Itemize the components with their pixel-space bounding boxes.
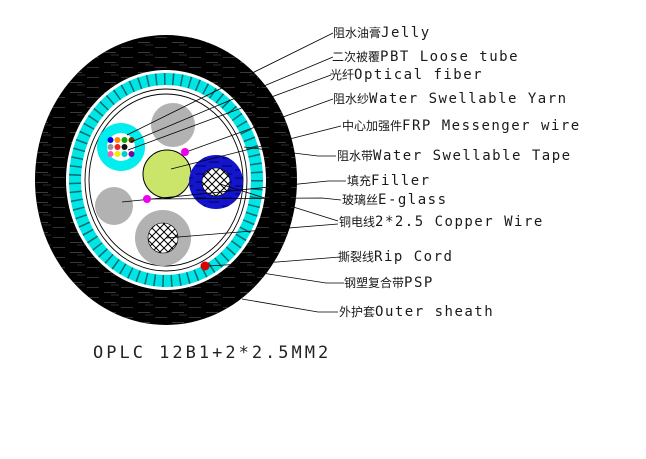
- label-copper-wire: 铜电线2*2.5 Copper Wire: [339, 212, 544, 231]
- filler-circle-left: [95, 187, 133, 225]
- rip-cord-dot: [200, 261, 210, 271]
- label-frp: 中心加强件FRP Messenger wire: [342, 116, 581, 135]
- leader-filler: [121, 180, 346, 203]
- label-optical-fiber-en: Optical fiber: [354, 67, 484, 83]
- optical-fiber-dot: [114, 144, 121, 150]
- leader-rip-cord: [207, 256, 341, 267]
- label-eglass-zh: 玻璃丝: [342, 193, 379, 207]
- label-optical-fiber-zh: 光纤: [330, 68, 355, 82]
- label-copper-wire-en: 2*2.5 Copper Wire: [375, 214, 544, 230]
- leader-psp: [261, 272, 344, 284]
- label-rip-cord-en: Rip Cord: [374, 249, 454, 265]
- tape-tick-marks: [69, 73, 263, 287]
- filler-circle-top: [151, 103, 195, 147]
- label-water-swellable-yarn: 阻水纱Water Swellable Yarn: [333, 89, 568, 108]
- optical-fiber-dot: [121, 144, 128, 150]
- optical-fiber-dot: [114, 151, 121, 157]
- frp-messenger-wire: [142, 149, 192, 199]
- leader-optical-fiber: [127, 74, 332, 151]
- label-loose-tube: 二次被覆PBT Loose tube: [332, 47, 519, 66]
- optical-fiber-dot: [107, 144, 114, 150]
- leader-copper-wire-1: [219, 183, 339, 222]
- label-outer-sheath: 外护套Outer sheath: [339, 302, 494, 321]
- label-water-swellable-tape-zh: 阻水带: [337, 149, 374, 163]
- leader-copper-wire-2: [165, 223, 339, 239]
- leader-water-swellable-yarn: [185, 98, 334, 153]
- label-loose-tube-en: PBT Loose tube: [380, 49, 520, 65]
- optical-fiber-dot: [107, 137, 114, 143]
- label-copper-wire-zh: 铜电线: [339, 215, 376, 229]
- label-water-swellable-tape: 阻水带Water Swellable Tape: [337, 146, 572, 165]
- label-optical-fiber: 光纤Optical fiber: [330, 65, 483, 84]
- leader-water-swellable-tape: [243, 146, 336, 157]
- label-frp-en: FRP Messenger wire: [402, 118, 581, 134]
- leader-loose-tube: [130, 56, 334, 143]
- water-swellable-yarn-dot: [181, 148, 189, 156]
- optical-fiber-dot: [107, 151, 114, 157]
- label-filler-zh: 填充: [347, 174, 372, 188]
- label-loose-tube-zh: 二次被覆: [332, 50, 381, 64]
- label-rip-cord-zh: 撕裂线: [338, 250, 375, 264]
- cable-designation: OPLC 12B1+2*2.5MM2: [93, 343, 332, 363]
- label-water-swellable-tape-en: Water Swellable Tape: [373, 148, 572, 164]
- label-filler-en: Filler: [371, 173, 431, 189]
- leader-lines: [121, 32, 346, 313]
- label-eglass: 玻璃丝E-glass: [342, 190, 448, 209]
- optical-fiber-bundle: [107, 137, 135, 157]
- label-frp-zh: 中心加强件: [342, 119, 403, 133]
- label-jelly-en: Jelly: [381, 25, 431, 41]
- label-filler: 填充Filler: [347, 171, 431, 190]
- optical-fiber-dot: [128, 151, 135, 157]
- leader-eglass: [149, 197, 342, 201]
- optical-fiber-dot: [114, 137, 121, 143]
- label-eglass-en: E-glass: [378, 192, 448, 208]
- label-psp: 钢塑复合带PSP: [344, 273, 434, 292]
- label-rip-cord: 撕裂线Rip Cord: [338, 247, 453, 266]
- label-water-swellable-yarn-en: Water Swellable Yarn: [369, 91, 568, 107]
- leader-outer-sheath: [241, 298, 338, 313]
- copper-conductor-blue: [201, 167, 231, 197]
- optical-fiber-dot: [121, 137, 128, 143]
- label-outer-sheath-zh: 外护套: [339, 305, 376, 319]
- leader-jelly: [126, 32, 334, 136]
- optical-fiber-dot: [121, 151, 128, 157]
- label-psp-zh: 钢塑复合带: [344, 276, 405, 290]
- loose-tube-jelly: [107, 133, 135, 161]
- leader-frp: [170, 125, 342, 170]
- label-water-swellable-yarn-zh: 阻水纱: [333, 92, 370, 106]
- label-jelly-zh: 阻水油膏: [333, 26, 382, 40]
- copper-conductor-gray: [147, 222, 179, 254]
- eglass-dot: [143, 195, 151, 203]
- label-psp-en: PSP: [404, 275, 434, 291]
- label-outer-sheath-en: Outer sheath: [375, 304, 495, 320]
- label-jelly: 阻水油膏Jelly: [333, 23, 431, 42]
